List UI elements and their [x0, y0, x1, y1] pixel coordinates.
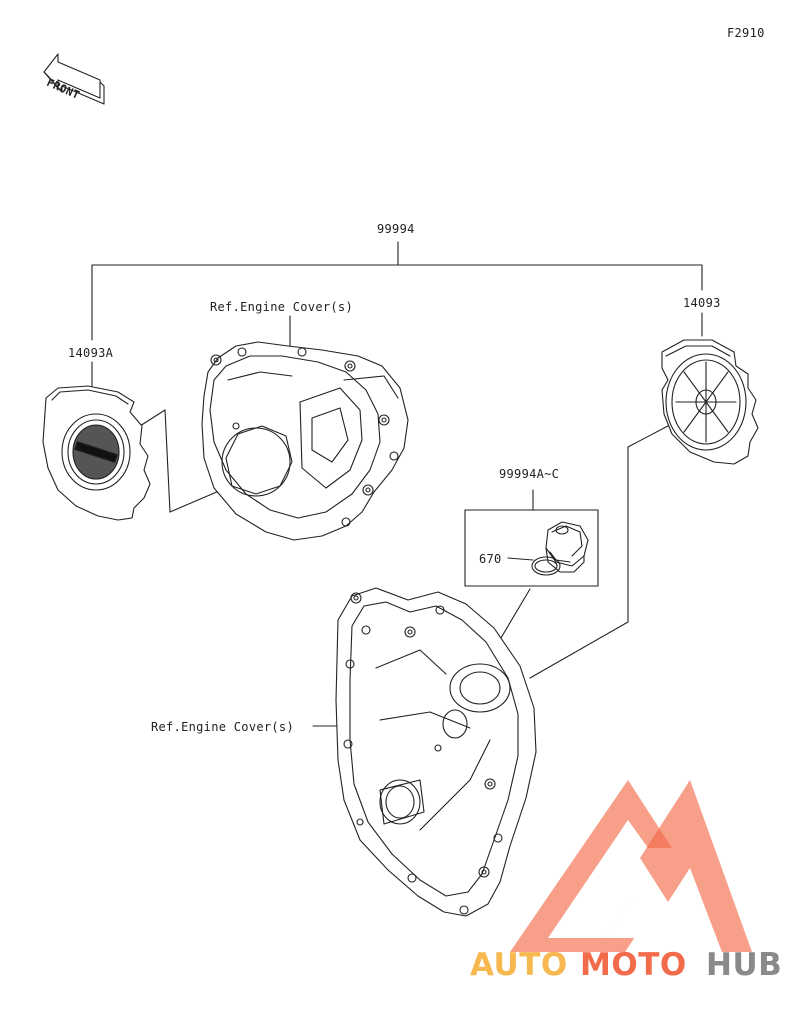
automotohub-logo-icon [510, 780, 752, 952]
watermark-moto: MOTO [580, 947, 687, 983]
label-assembly: 99994 [377, 222, 415, 236]
engine-cover-lower [335, 587, 537, 917]
figure-code: F2910 [727, 26, 765, 40]
label-ref-cover-upper: Ref.Engine Cover(s) [210, 300, 353, 314]
oil-filler-cap [545, 521, 589, 573]
label-cover-right: 14093 [683, 296, 721, 310]
o-ring [531, 556, 561, 576]
watermark-auto: AUTO [470, 947, 568, 983]
watermark-hub: HUB [706, 947, 783, 983]
leader-lines [91, 241, 703, 727]
label-cover-left: 14093A [68, 346, 114, 360]
front-arrow-icon [43, 53, 105, 105]
label-oring: 670 [479, 552, 502, 566]
label-kit: 99994A~C [499, 467, 560, 481]
engine-cover-upper [201, 341, 409, 541]
stator-cover-right [661, 339, 759, 465]
label-ref-cover-lower: Ref.Engine Cover(s) [151, 720, 294, 734]
kit-box [464, 509, 599, 587]
stator-cover-left [42, 385, 151, 521]
watermark: AUTO MOTO HUB [470, 948, 795, 988]
